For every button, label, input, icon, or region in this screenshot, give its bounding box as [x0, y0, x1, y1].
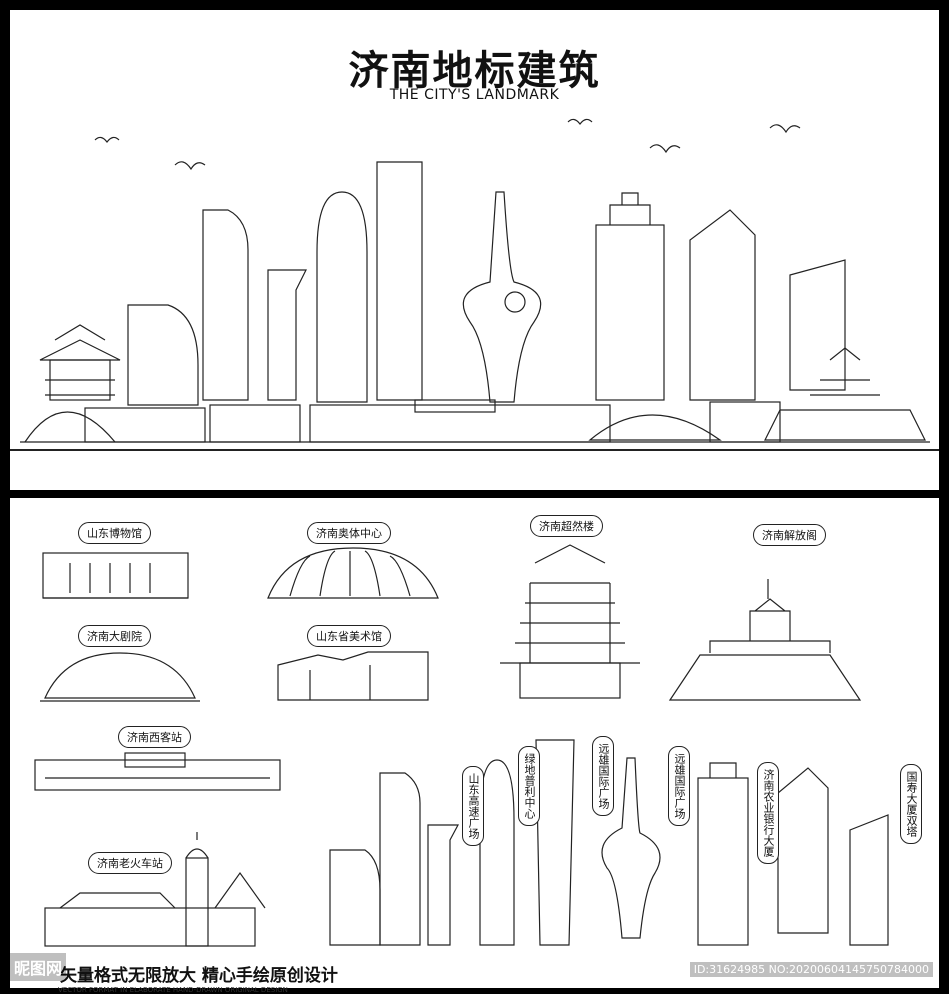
guoshou-drawing-1 — [777, 767, 829, 934]
watermark-site: 昵图网 — [10, 953, 67, 981]
gaosu-tower-2 — [379, 772, 421, 946]
bird-4 — [649, 144, 681, 154]
label-chaoran: 济南超然楼 — [530, 515, 603, 537]
footer-tagline: VECTOR FORMAT IN ELABORATE HAND-DRAWN OR… — [58, 986, 288, 994]
label-lvdi: 绿地普利中心 — [518, 746, 540, 826]
bird-2 — [174, 161, 206, 171]
old-station-drawing — [44, 832, 266, 947]
chaoran-drawing — [500, 544, 640, 699]
label-west-station: 济南西客站 — [118, 726, 191, 748]
theatre-drawing — [40, 652, 200, 702]
label-olympic: 济南奥体中心 — [307, 522, 391, 544]
tower-curve-1 — [202, 209, 249, 401]
label-nongye: 济南农业银行大厦 — [757, 762, 779, 864]
lvdi-drawing — [479, 759, 515, 946]
jiefang-drawing — [668, 579, 862, 701]
bird-3 — [567, 118, 593, 125]
museum-drawing — [42, 552, 189, 599]
right-tower — [789, 259, 846, 391]
nongye-drawing — [697, 777, 749, 946]
page-title: 济南地标建筑 — [348, 48, 601, 94]
museum — [209, 404, 301, 443]
landmarks-panel: 山东博物馆 济南奥体中心 济南超然楼 济南解放阁 济南大剧院 山东省美术馆 济南… — [10, 498, 939, 994]
sculpture-ring — [504, 291, 526, 313]
tower-curve-2 — [267, 269, 307, 401]
west-station — [309, 404, 611, 443]
page-subtitle: THE CITY'S LANDMARK — [389, 87, 560, 103]
hotel-tower — [595, 224, 665, 401]
tall-tower — [376, 161, 423, 401]
west-station-drawing — [34, 752, 281, 791]
footer-slogan: 矢量格式无限放大 精心手绘原创设计 — [60, 966, 338, 986]
label-art: 山东省美术馆 — [307, 625, 391, 647]
art-museum-drawing — [277, 651, 429, 701]
label-yuanxiong-2: 远雄国际广场 — [668, 746, 690, 826]
curved-building — [127, 304, 199, 406]
liberation-pavilion — [764, 347, 926, 441]
olympic-drawing — [267, 547, 439, 599]
gaosu-tower-1 — [329, 849, 381, 946]
skyline-panel: 济南地标建筑 THE CITY'S LANDMARK — [10, 10, 939, 490]
pagoda-left — [24, 324, 121, 443]
slanted-tower — [689, 209, 756, 401]
label-old-station: 济南老火车站 — [88, 852, 172, 874]
skyline-illustration — [10, 118, 939, 451]
bird-5 — [769, 124, 801, 134]
watermark-id: ID:31624985 NO:20200604145750784000 — [689, 962, 933, 977]
spring-sculpture — [462, 191, 542, 403]
label-yuanxiong-1: 远雄国际广场 — [592, 736, 614, 816]
lvdi-tower — [316, 191, 368, 403]
yuanxiong-drawing — [535, 739, 575, 946]
label-theatre: 济南大剧院 — [78, 625, 151, 647]
stadium — [588, 414, 722, 441]
sculpture-drawing — [601, 757, 661, 939]
gaosu-tower-3 — [427, 824, 459, 946]
label-gaosu: 山东高速广场 — [462, 766, 484, 846]
bird-1 — [94, 136, 120, 143]
label-museum: 山东博物馆 — [78, 522, 151, 544]
label-guoshou: 国寿大厦双塔 — [900, 764, 922, 844]
guoshou-drawing-2 — [849, 814, 889, 946]
label-jiefang: 济南解放阁 — [753, 524, 826, 546]
